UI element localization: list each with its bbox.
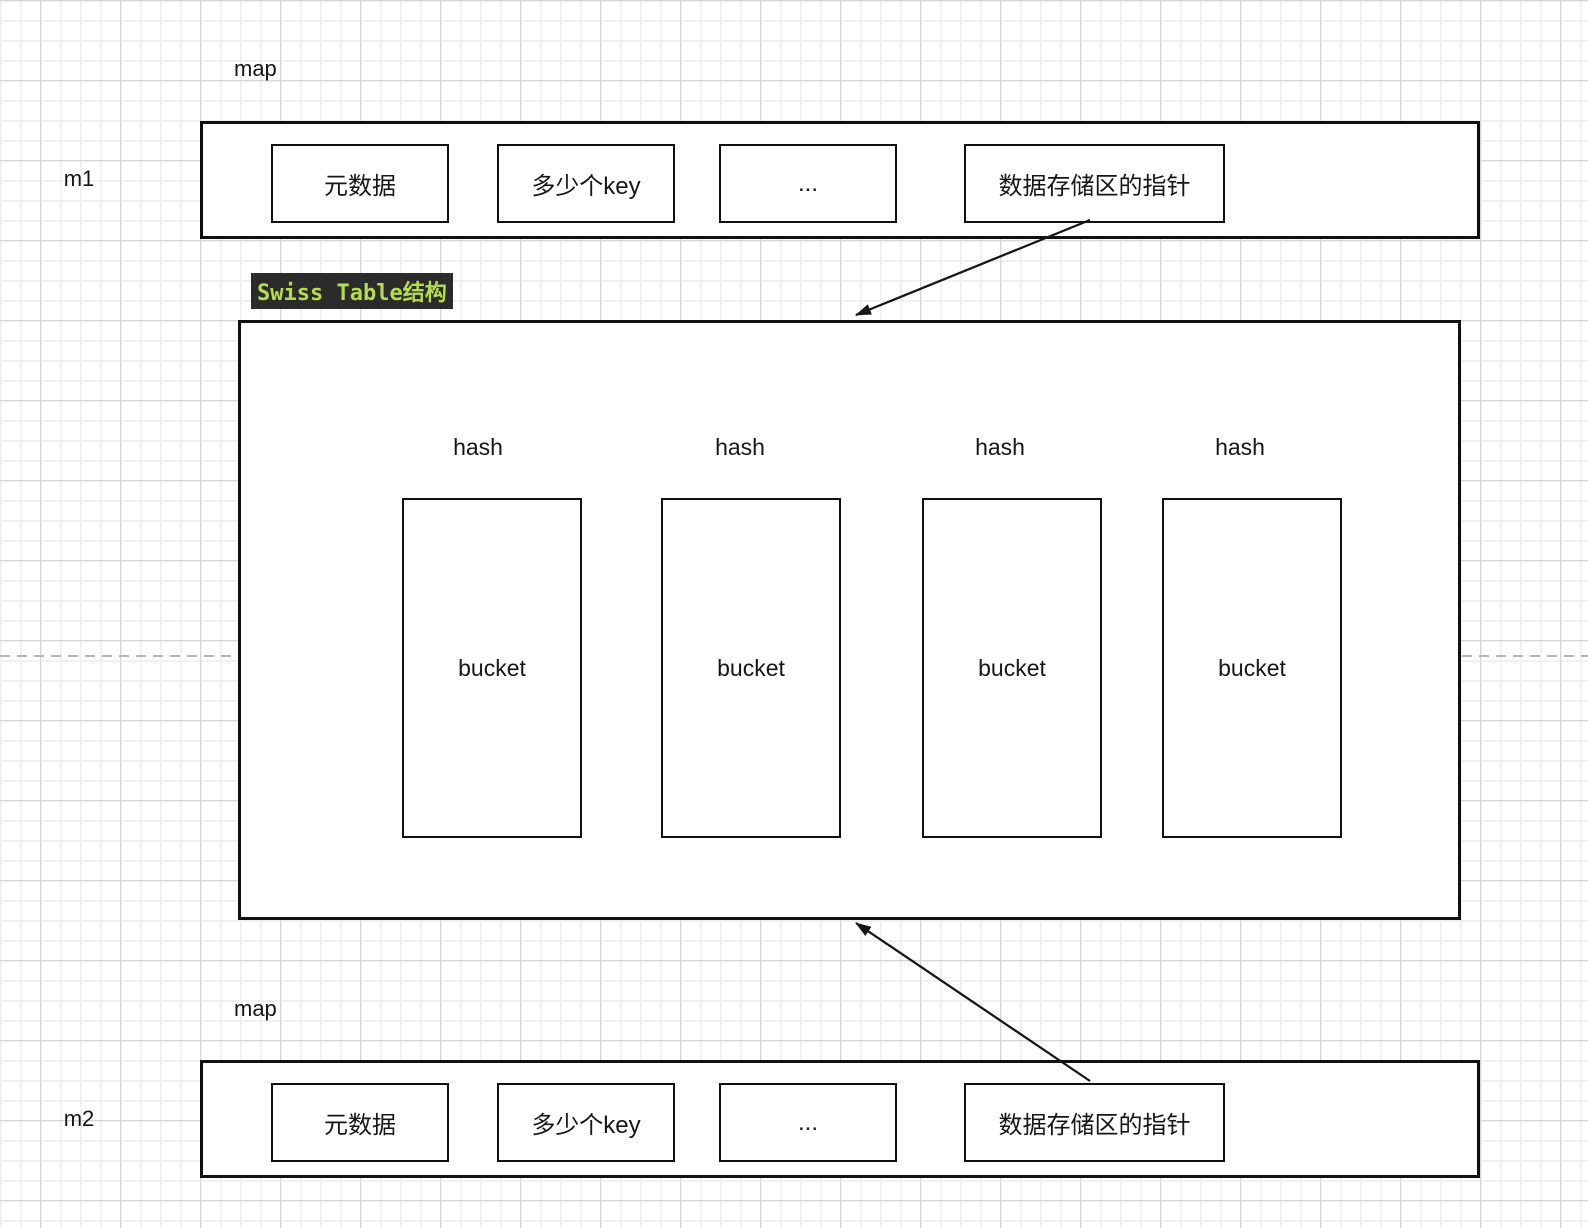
- hash-label-2: hash: [715, 434, 765, 460]
- map-label-m1: map: [234, 56, 277, 81]
- swiss-table-badge: Swiss Table结构: [251, 273, 453, 309]
- bucket-box-4: bucket: [1162, 498, 1342, 838]
- map-label-m2: map: [234, 996, 277, 1021]
- cell-metadata-m2: 元数据: [271, 1083, 449, 1162]
- cell-data-pointer-m2: 数据存储区的指针: [964, 1083, 1225, 1162]
- map-struct-box-m1: 元数据 多少个key ... 数据存储区的指针: [200, 121, 1480, 239]
- cell-ellipsis-m1: ...: [719, 144, 897, 223]
- pointer-arrow-m2-to-table: [855, 922, 1091, 1082]
- cell-key-count-m2: 多少个key: [497, 1083, 675, 1162]
- hash-label-3: hash: [975, 434, 1025, 460]
- cell-data-pointer-m1: 数据存储区的指针: [964, 144, 1225, 223]
- variable-label-m2: m2: [63, 1106, 95, 1131]
- cell-key-count-m1: 多少个key: [497, 144, 675, 223]
- bucket-box-1: bucket: [402, 498, 582, 838]
- map-struct-box-m2: 元数据 多少个key ... 数据存储区的指针: [200, 1060, 1480, 1178]
- hash-label-1: hash: [453, 434, 503, 460]
- hash-label-4: hash: [1215, 434, 1265, 460]
- bucket-box-3: bucket: [922, 498, 1102, 838]
- cell-metadata-m1: 元数据: [271, 144, 449, 223]
- variable-label-m1: m1: [63, 166, 95, 191]
- bucket-box-2: bucket: [661, 498, 841, 838]
- cell-ellipsis-m2: ...: [719, 1083, 897, 1162]
